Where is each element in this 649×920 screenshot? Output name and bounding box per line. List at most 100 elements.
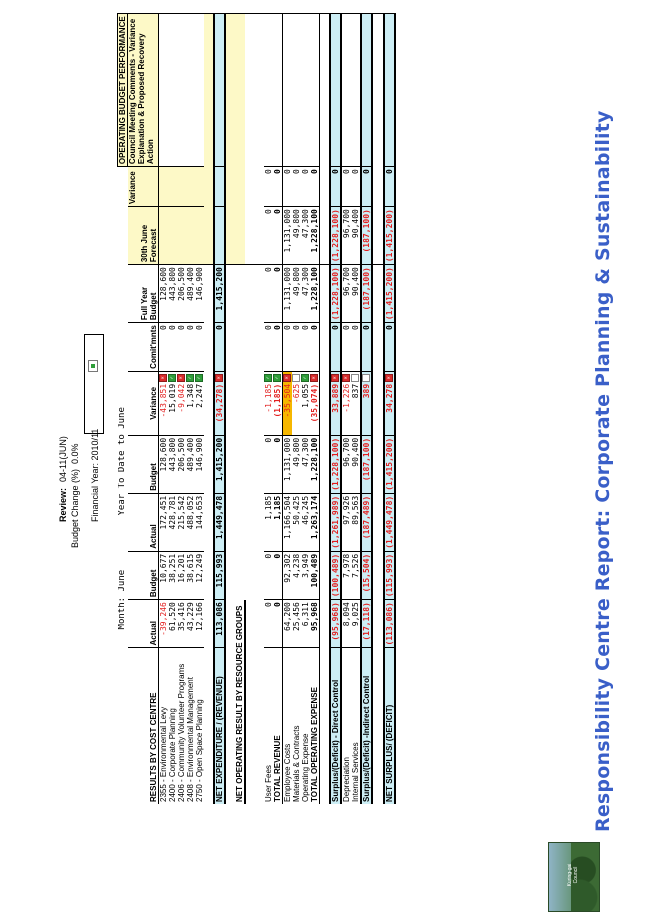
cell-comments	[383, 13, 395, 167]
cell-y-actual: 172,451	[158, 493, 168, 552]
report-title: Responsibility Centre Report: Corporate …	[592, 110, 614, 832]
cell-comments	[360, 13, 372, 167]
cell-y-budget: 1,415,200	[213, 435, 225, 494]
cell-y-actual: 1,263,174	[309, 493, 319, 552]
performance-label: OPERATING BUDGET PERFORMANCE	[117, 13, 128, 167]
check-icon: ✓	[273, 373, 281, 382]
spacer-row	[319, 13, 330, 804]
cell-commitments: 0	[185, 322, 195, 372]
cell-y-budget: 0	[272, 435, 282, 494]
cell-forecast	[167, 206, 177, 265]
cell-full-year-budget: 0	[263, 264, 273, 323]
cell-y-actual: 1,166,504	[282, 493, 292, 552]
cell-commitments: 0	[194, 322, 204, 372]
col-variance: Variance	[127, 166, 158, 207]
cell-y-budget: 206,500	[176, 435, 186, 494]
cell-y-actual: (187,489)	[360, 493, 372, 552]
cell-y-actual: 1,449,478	[213, 493, 225, 552]
cell-y-actual: 488,052	[185, 493, 195, 552]
cell-y-actual: 144,653	[194, 493, 204, 552]
cell-commitments: 0	[350, 322, 361, 372]
cell-comments	[272, 13, 282, 167]
cell-variance	[167, 166, 177, 207]
cross-icon: ✕	[177, 373, 185, 382]
cell-full-year-budget: (1,228,100)	[329, 264, 341, 323]
cross-icon: ✕	[385, 373, 393, 382]
col-ytd-budget: Budget	[127, 435, 158, 494]
empty-box-icon	[362, 373, 370, 382]
cell-m-actual: (95,968)	[329, 599, 341, 648]
cell-commitments: 0	[291, 322, 301, 372]
cell-forecast: (1,415,200)	[383, 206, 395, 265]
cell-full-year-budget: 90,400	[350, 264, 361, 323]
cell-ytd-variance: 1,348✓	[185, 371, 195, 436]
cell-m-budget: 10,677	[158, 551, 168, 600]
logo-text: Kuring-gai Council	[567, 863, 579, 887]
cell-m-budget: 7,978	[340, 551, 351, 600]
cell-m-budget: (115,993)	[383, 551, 395, 600]
variance-value: -9,042	[176, 383, 186, 413]
cell-comments	[194, 13, 204, 167]
resource-groups-header: NET OPERATING RESULT BY RESOURCE GROUPS	[234, 13, 245, 804]
row-label: User Fees	[263, 765, 273, 802]
row-label: Materials & Contracts	[291, 725, 301, 802]
cell-full-year-budget: 128,600	[158, 264, 168, 323]
cell-comments	[329, 13, 341, 167]
empty-box-icon	[292, 373, 300, 382]
report-table: Month: June Year To Date to June OPERATI…	[117, 13, 396, 804]
spacer-row	[224, 13, 235, 804]
cell-y-budget: 443,800	[167, 435, 177, 494]
cell-forecast	[185, 206, 195, 265]
cell-commitments: 0	[272, 322, 282, 372]
variance-value: 1,055	[300, 383, 310, 408]
table-row: Surplus/(Deficit) - Direct Control(95,96…	[329, 13, 341, 804]
cell-commitments: 0	[158, 322, 168, 372]
cell-m-budget: 12,249	[194, 551, 204, 600]
cell-m-budget: 4,238	[291, 551, 301, 600]
cell-comments	[340, 13, 351, 167]
cell-variance: 0	[263, 166, 273, 207]
cell-ytd-variance: -9,042✕	[176, 371, 186, 436]
cross-icon: ✕	[159, 373, 167, 382]
cell-ytd-variance: 1,055✓	[300, 371, 310, 436]
cell-m-budget: 0	[263, 551, 273, 600]
check-icon: ✓	[301, 373, 309, 382]
cell-m-budget: 100,489	[309, 551, 319, 600]
cell-commitments: 0	[263, 322, 273, 372]
row-label: Internal Services	[350, 742, 360, 802]
cell-y-actual: 428,781	[167, 493, 177, 552]
cell-m-budget: 38,615	[185, 551, 195, 600]
cell-forecast: 1,131,000	[282, 206, 292, 265]
cell-y-budget: (187,100)	[360, 435, 372, 494]
cell-full-year-budget: 489,400	[185, 264, 195, 323]
cell-full-year-budget: 1,131,000	[282, 264, 292, 323]
cell-m-actual: 0	[263, 599, 273, 648]
check-icon: ✓	[264, 373, 272, 382]
cross-icon: ✕	[310, 373, 318, 382]
variance-value: (35,074)	[309, 383, 319, 423]
cell-full-year-budget: 47,300	[300, 264, 310, 323]
row-label: Surplus/(Deficit) -Indirect Control	[360, 648, 372, 804]
spacer-row	[203, 13, 214, 804]
row-label: 2400 - Corporate Planning	[167, 708, 177, 802]
cell-commitments: 0	[213, 322, 225, 372]
cell-commitments: 0	[309, 322, 319, 372]
cell-ytd-variance: -43,851✕	[158, 371, 168, 436]
variance-value: 389	[361, 383, 371, 399]
cell-m-actual: 8,094	[340, 599, 351, 648]
col-commitments: Comit'mnts	[127, 322, 158, 372]
variance-value: 2,247	[194, 383, 204, 408]
cell-forecast	[158, 206, 168, 265]
cell-forecast: 0	[272, 206, 282, 265]
cell-m-actual: 113,086	[213, 599, 225, 648]
cell-variance: 0	[272, 166, 282, 207]
cell-m-actual: 25,456	[291, 599, 301, 648]
cell-m-actual: 95,968	[309, 599, 319, 648]
